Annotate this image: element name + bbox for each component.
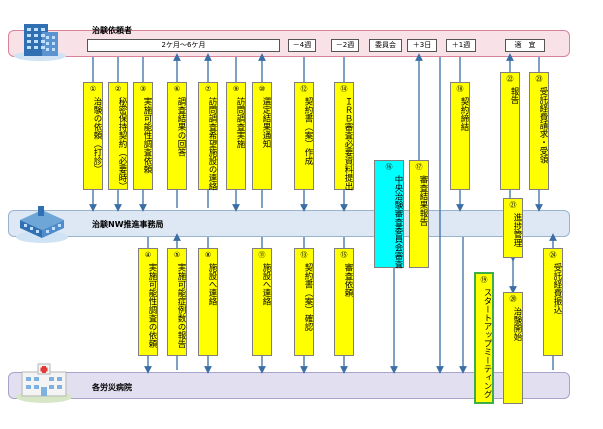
step-19-box: ⑲ スタートアップミーティング xyxy=(474,272,494,404)
step-14-label: ＩＲＢ審査必要資料提出 xyxy=(343,97,353,191)
step-5-label: 実施可能症例数の報告 xyxy=(176,263,186,348)
timeline-plus3d-box: ＋3日 xyxy=(407,39,437,52)
step-20-number: ⑳ xyxy=(509,295,517,303)
nw-office-lane-band xyxy=(8,210,570,237)
step-18-number: ⑱ xyxy=(456,85,464,93)
step-22-label: 報告 xyxy=(509,87,519,104)
step-5-box: ⑤ 実施可能症例数の報告 xyxy=(167,248,187,356)
step-8-number: ⑧ xyxy=(204,251,212,259)
nw-office-building-icon xyxy=(12,200,72,244)
step-18-box: ⑱ 契約締結 xyxy=(450,82,470,190)
step-3-number: ③ xyxy=(139,85,147,93)
step-2-label: 秘密保持契約（必要時） xyxy=(117,97,127,191)
hospital-lane-title: 各労災病院 xyxy=(92,383,132,392)
step-2-box: ② 秘密保持契約（必要時） xyxy=(108,82,128,191)
step-6-label: 調査結果の回答 xyxy=(176,97,186,157)
step-9-label: 訪問調査実施 xyxy=(235,97,245,148)
timeline-minus2w-box: －2週 xyxy=(331,39,359,52)
step-4-box: ④ 実施可能性調査の依頼 xyxy=(138,248,158,356)
step-12-number: ⑫ xyxy=(300,85,308,93)
step-1-label: 治験の依頼（打診） xyxy=(92,97,102,174)
step-15-label: 審査依頼 xyxy=(343,263,353,297)
step-9-number: ⑨ xyxy=(232,85,240,93)
step-16-number: ⑯ xyxy=(385,163,393,171)
timeline-committee-box: 委員会 xyxy=(369,39,402,52)
step-24-box: ㉔ 受託経費振込 xyxy=(543,248,563,356)
step-2-number: ② xyxy=(114,85,122,93)
step-16-committee-box: ⑯ 中央治験審査委員会審査 xyxy=(374,160,404,269)
step-15-number: ⑮ xyxy=(340,251,348,259)
step-18-label: 契約締結 xyxy=(459,97,469,131)
timeline-plus1w-box: ＋1週 xyxy=(446,39,476,52)
step-23-label: 受託経費請求・受領 xyxy=(538,87,548,164)
sponsor-lane-title: 治験依頼者 xyxy=(92,26,132,35)
step-17-number: ⑰ xyxy=(415,163,423,171)
nw-office-lane-title: 治験NW推進事務局 xyxy=(92,220,164,229)
step-23-box: ㉓ 受託経費請求・受領 xyxy=(529,72,549,190)
step-22-box: ㉒ 報告 xyxy=(500,72,520,190)
step-11-box: ⑪ 施設へ連絡 xyxy=(252,248,272,356)
step-3-box: ③ 実施可能性調査依頼 xyxy=(133,82,153,190)
step-10-number: ⑩ xyxy=(258,85,266,93)
sponsor-building-icon xyxy=(10,18,70,62)
step-4-label: 実施可能性調査の依頼 xyxy=(147,263,157,348)
step-23-number: ㉓ xyxy=(535,75,543,83)
step-4-number: ④ xyxy=(144,251,152,259)
timeline-timely-box: 適 宜 xyxy=(505,39,545,52)
step-22-number: ㉒ xyxy=(506,75,514,83)
step-7-number: ⑦ xyxy=(204,85,212,93)
step-24-label: 受託経費振込 xyxy=(552,263,562,314)
step-24-number: ㉔ xyxy=(549,251,557,259)
step-15-box: ⑮ 審査依頼 xyxy=(334,248,354,356)
step-20-label: 治験開始 xyxy=(512,307,522,341)
step-3-label: 実施可能性調査依頼 xyxy=(142,97,152,174)
step-13-number: ⑬ xyxy=(300,251,308,259)
step-11-number: ⑪ xyxy=(258,251,266,259)
step-16-label: 中央治験審査委員会審査 xyxy=(393,175,403,269)
step-1-box: ① 治験の依頼（打診） xyxy=(83,82,103,190)
step-21-box: ㉑ 進捗管理 xyxy=(503,198,523,258)
step-8-label: 施設へ連絡 xyxy=(207,263,217,306)
step-12-label: 契約書（案）作成 xyxy=(303,97,313,165)
step-13-label: 契約書（案）確認 xyxy=(303,263,313,331)
step-9-box: ⑨ 訪問調査実施 xyxy=(226,82,246,190)
step-14-number: ⑭ xyxy=(340,85,348,93)
step-13-box: ⑬ 契約書（案）確認 xyxy=(294,248,314,356)
step-19-label: スタートアップミーティング xyxy=(482,288,492,399)
step-19-number: ⑲ xyxy=(480,276,488,284)
timeline-minus4w-box: －4週 xyxy=(288,39,316,52)
step-6-number: ⑥ xyxy=(173,85,181,93)
step-10-label: 選定結果通知 xyxy=(261,97,271,148)
step-12-box: ⑫ 契約書（案）作成 xyxy=(294,82,314,190)
step-11-label: 施設へ連絡 xyxy=(261,263,271,306)
step-6-box: ⑥ 調査結果の回答 xyxy=(167,82,187,190)
timeline-period-box: 2ケ月～6ケ月 xyxy=(87,39,280,52)
step-17-label: 審査結果報告 xyxy=(418,175,428,226)
step-10-box: ⑩ 選定結果通知 xyxy=(252,82,272,190)
step-7-box: ⑦ 訪問調査希望施設の連絡 xyxy=(198,82,218,191)
step-8-box: ⑧ 施設へ連絡 xyxy=(198,248,218,356)
step-21-label: 進捗管理 xyxy=(512,213,522,247)
step-5-number: ⑤ xyxy=(173,251,181,259)
step-1-number: ① xyxy=(89,85,97,93)
step-14-box: ⑭ ＩＲＢ審査必要資料提出 xyxy=(334,82,354,191)
hospital-building-icon xyxy=(12,360,76,404)
step-21-number: ㉑ xyxy=(509,201,517,209)
step-17-box: ⑰ 審査結果報告 xyxy=(409,160,429,268)
step-7-label: 訪問調査希望施設の連絡 xyxy=(207,97,217,191)
step-20-box: ⑳ 治験開始 xyxy=(503,292,523,404)
